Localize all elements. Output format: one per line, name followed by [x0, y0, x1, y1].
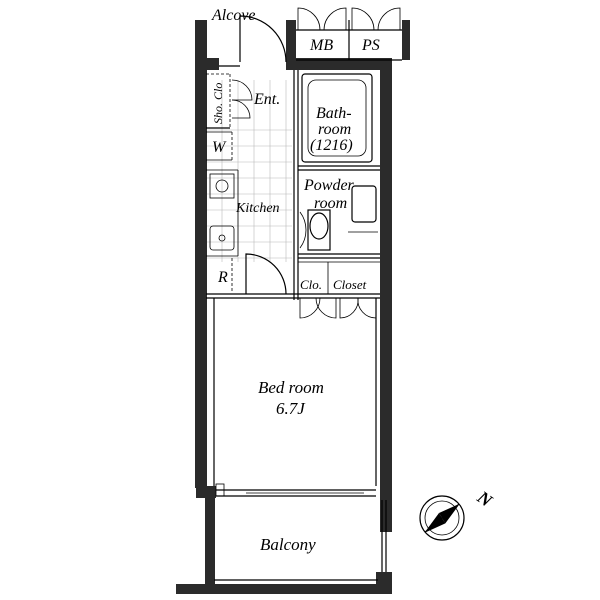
label-bedroom: Bed room: [258, 378, 324, 397]
label-entrance: Ent.: [253, 91, 280, 108]
front-door: [219, 15, 287, 67]
toilet: [307, 209, 331, 251]
label-bedroom-size: 6.7J: [276, 399, 306, 418]
balcony-railing: [214, 500, 387, 581]
label-ps: PS: [361, 37, 380, 54]
label-kitchen: Kitchen: [235, 201, 280, 216]
label-bathroom-2: room: [318, 121, 351, 138]
mb-ps-doors: [296, 7, 402, 61]
exterior-walls: [176, 20, 410, 594]
label-bathroom-size: (1216): [310, 137, 353, 154]
entrance-step: [231, 99, 251, 119]
wash-basin: [351, 185, 377, 223]
label-balcony: Balcony: [260, 535, 316, 554]
label-powder-2: room: [314, 195, 347, 212]
powder-room-door: [299, 211, 307, 249]
balcony-window: [215, 483, 376, 497]
compass: [419, 495, 465, 541]
label-alcove: Alcove: [211, 7, 256, 24]
label-mb: MB: [309, 37, 333, 54]
label-washer: W: [212, 139, 227, 156]
interior-partitions: [206, 70, 380, 300]
label-refrigerator: R: [217, 269, 228, 286]
compass-north-label: N: [473, 486, 497, 511]
label-powder-1: Powder: [303, 177, 355, 194]
label-closet: Closet: [333, 277, 367, 292]
label-bathroom-1: Bath-: [316, 105, 352, 122]
label-shoe-closet: Sho. Clo: [211, 83, 225, 124]
stove: [209, 173, 235, 199]
kitchen-sink: [209, 225, 235, 251]
bathtub: [301, 73, 373, 163]
closet-doors: [299, 297, 377, 319]
bedroom-door: [245, 253, 287, 295]
bedroom-outline: [213, 298, 377, 486]
shoe-closet-door: [231, 79, 253, 101]
label-closet-small: Clo.: [300, 277, 322, 292]
